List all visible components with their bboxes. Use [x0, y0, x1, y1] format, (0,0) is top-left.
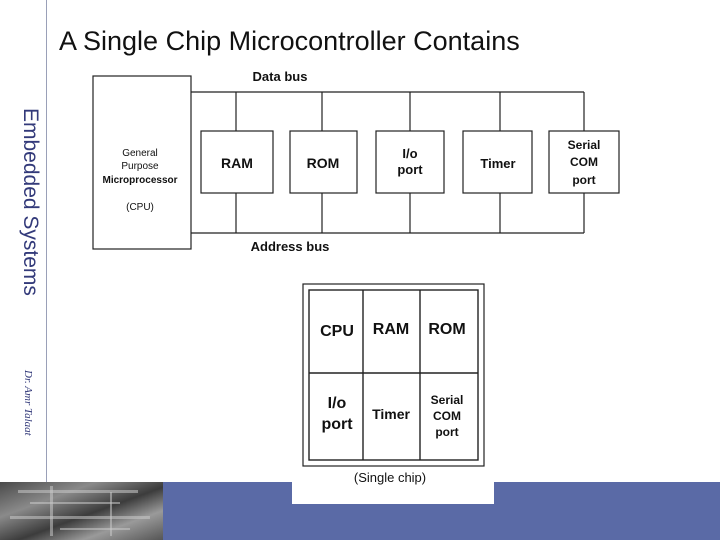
serial-port-box	[548, 130, 620, 194]
bus-diagram	[92, 75, 620, 250]
chip-cpu-label: CPU	[320, 323, 354, 340]
caption-panel	[292, 482, 494, 504]
serial-label-line1: Serial	[568, 138, 601, 152]
cpu-label-line2: Purpose	[121, 161, 159, 172]
chip-ram-label: RAM	[373, 321, 409, 338]
rom-label: ROM	[307, 155, 340, 171]
chip-serial-label-line2: COM	[433, 409, 461, 423]
slide-title: A Single Chip Microcontroller Contains	[59, 26, 520, 56]
serial-label-line3: port	[572, 173, 595, 187]
ram-box	[200, 130, 274, 194]
sidebar: Embedded Systems Dr. Amr Talaat	[0, 0, 47, 540]
timer-label: Timer	[480, 156, 515, 171]
address-bus-label: Address bus	[251, 239, 330, 254]
chip-serial-label-line1: Serial	[431, 393, 464, 407]
chip-timer-label: Timer	[372, 406, 410, 422]
single-chip-inner	[308, 289, 479, 461]
cpu-label-line3: Microprocessor	[102, 175, 177, 186]
cpu-label-line4: (CPU)	[126, 202, 154, 213]
ram-label: RAM	[221, 155, 253, 171]
author-name: Dr. Amr Talaat	[22, 370, 34, 436]
io-label-line1: I/o	[402, 146, 417, 161]
rom-box	[289, 130, 358, 194]
serial-label-line2: COM	[570, 155, 598, 169]
io-label-line2: port	[397, 162, 423, 177]
cpu-box	[92, 75, 192, 250]
timer-box	[462, 130, 533, 194]
cpu-label-line1: General	[122, 148, 158, 159]
chip-io-label-line1: I/o	[328, 395, 347, 412]
chip-rom-label: ROM	[428, 321, 465, 338]
data-bus-label: Data bus	[253, 69, 308, 84]
chip-serial-label-line3: port	[435, 425, 458, 439]
chip-io-label-line2: port	[321, 416, 353, 433]
side-title: Embedded Systems	[19, 108, 42, 296]
chip-photo	[0, 482, 163, 540]
io-port-box	[375, 130, 445, 194]
